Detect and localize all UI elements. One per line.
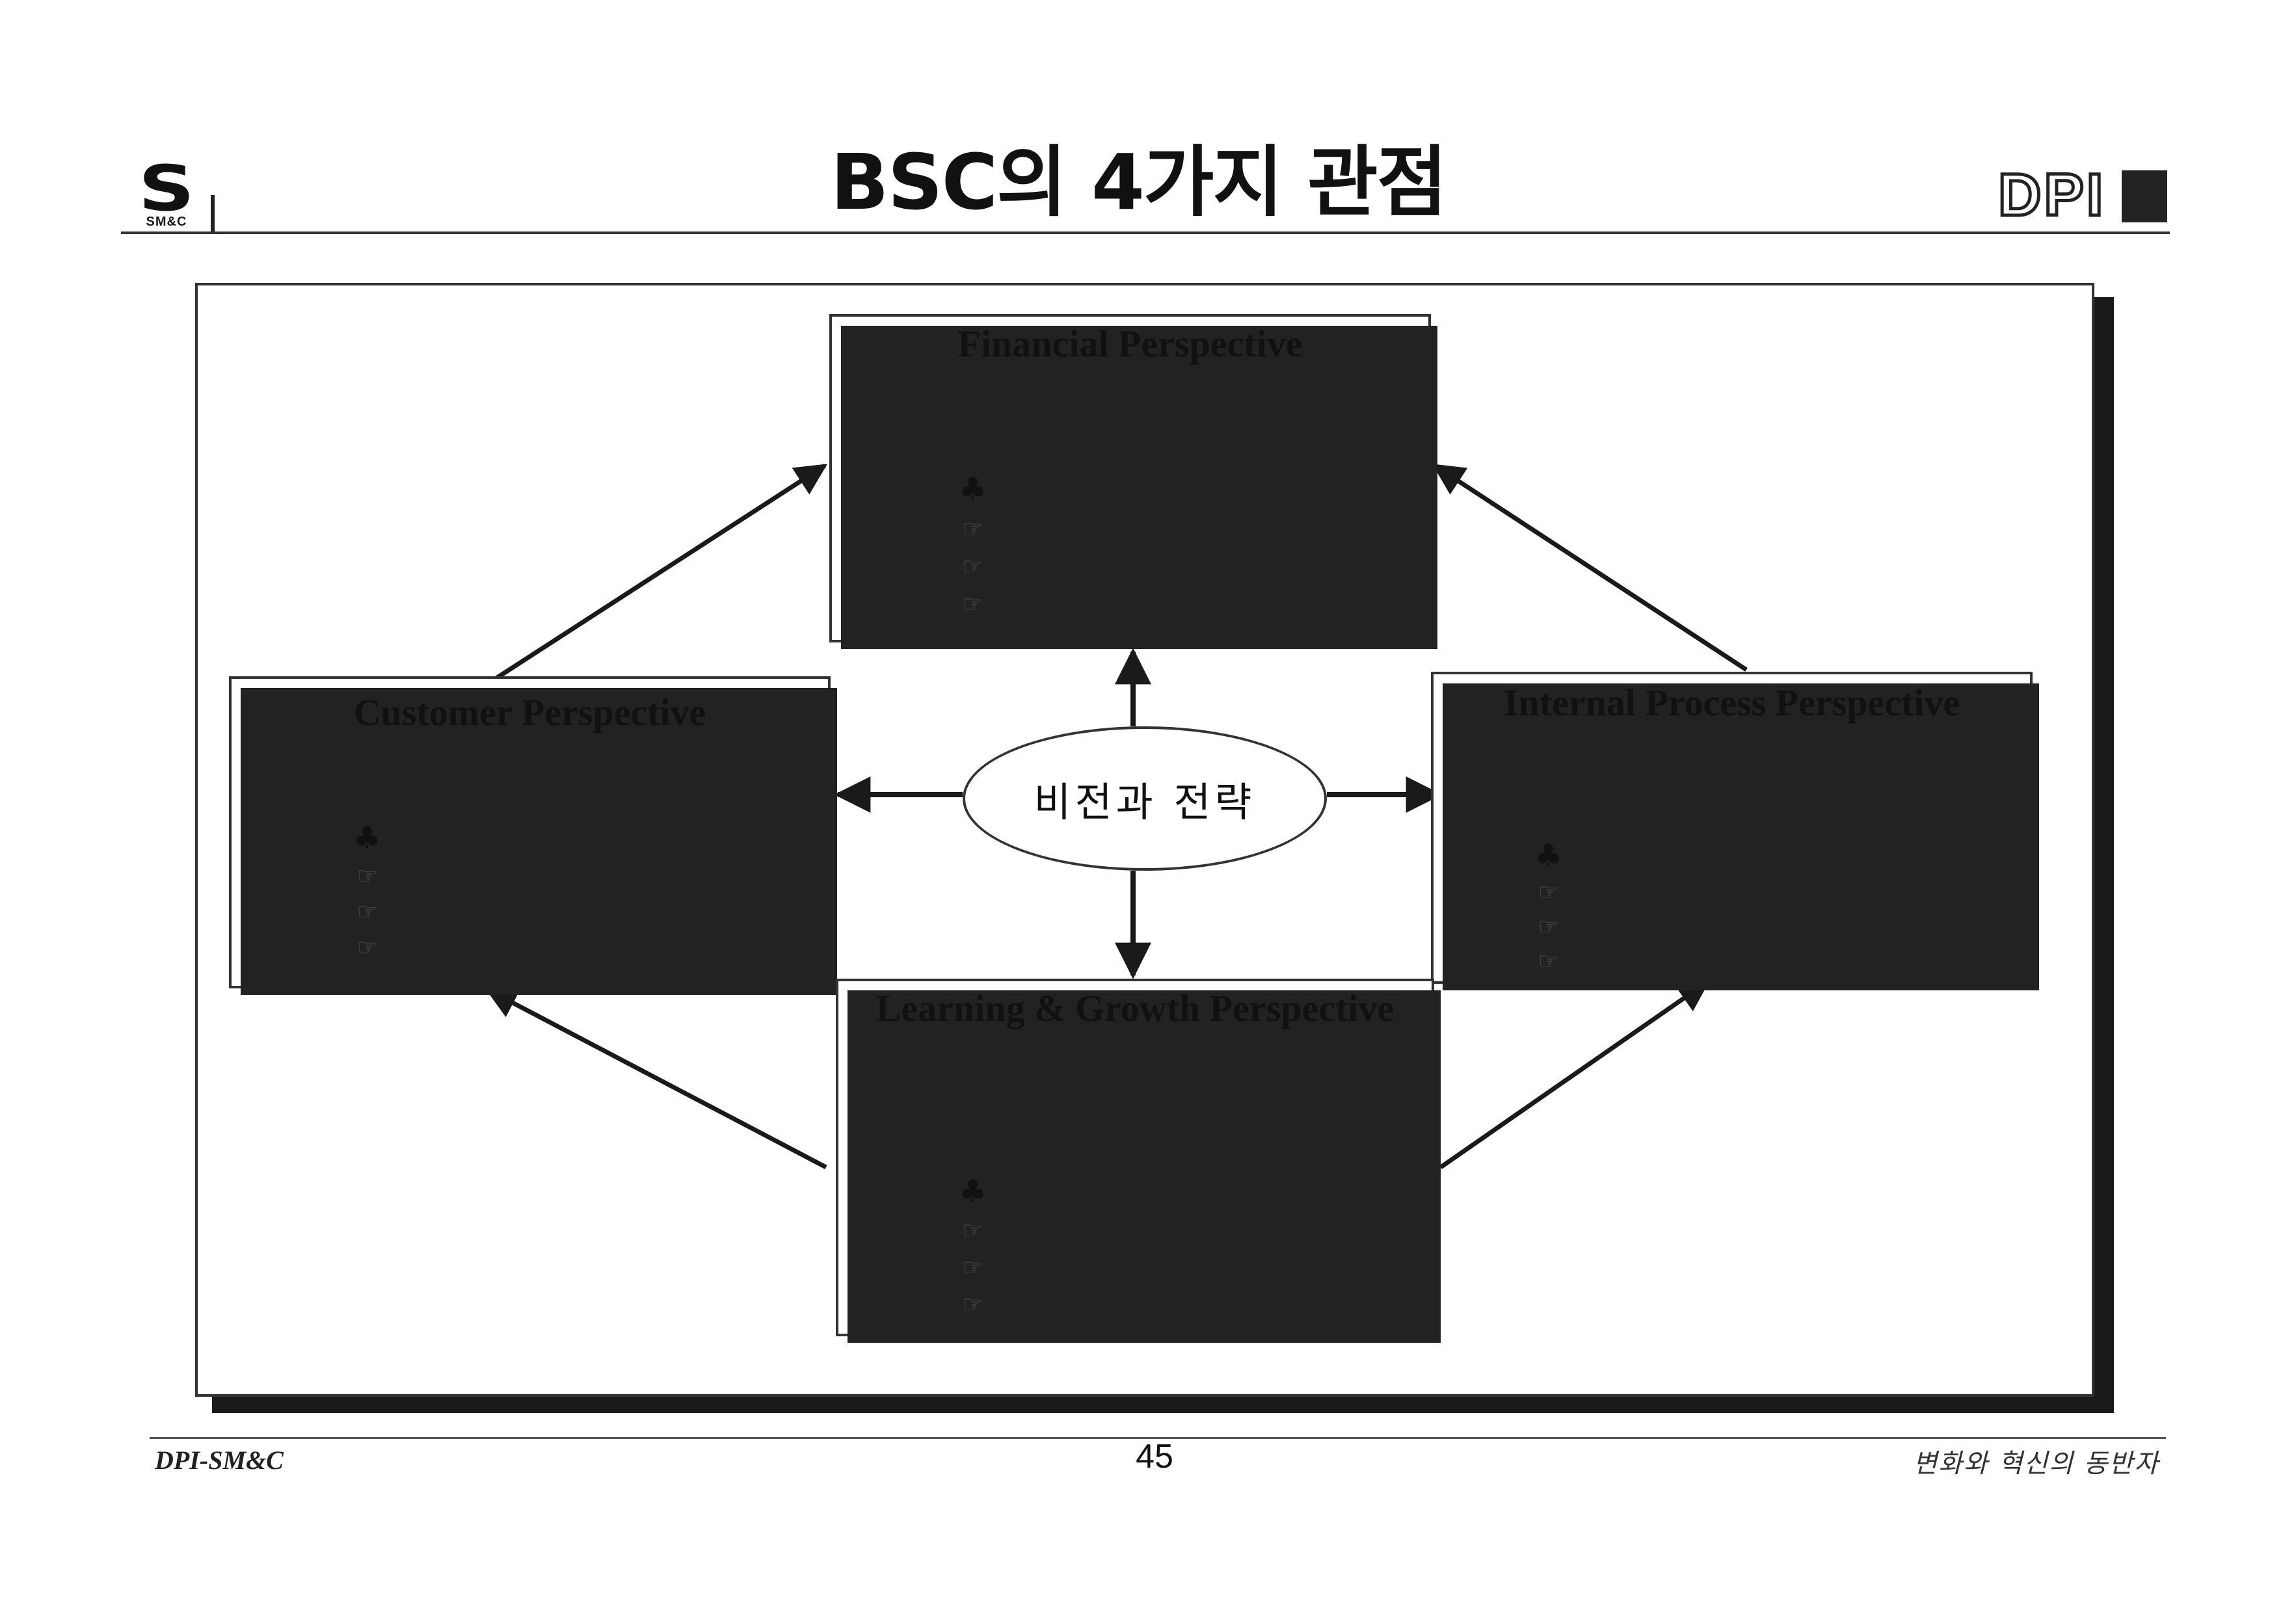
financial-question-line: 주주에게 어떻게 보여야 하는가 ? ” bbox=[883, 418, 1321, 450]
customer-item-measure: ☞측정지표 (후행지표) bbox=[349, 856, 640, 894]
financial-item-target: ☞타깃(선행지표) bbox=[954, 547, 1181, 585]
pointing-hand-icon: ☞ bbox=[962, 553, 985, 580]
financial-perspective-box: Financial Perspective “ 재무적으로 성공하기 위해 우리… bbox=[829, 314, 1437, 649]
learning-question-line: 개선능력을 어떤 방법으로 bbox=[889, 1086, 1208, 1118]
pointing-hand-icon: ☞ bbox=[1538, 948, 1561, 975]
club-icon: ♣ bbox=[353, 820, 384, 856]
dpi-logo: DPI bbox=[1996, 162, 2174, 228]
arrow-customer-to-financial bbox=[488, 464, 828, 685]
club-icon: ♣ bbox=[958, 471, 989, 507]
learning-question-line: 길러야 하는가 ? ” bbox=[889, 1122, 1116, 1154]
vision-strategy-ellipse: 비전과 전략 bbox=[963, 726, 1327, 871]
learning-growth-perspective-box: Learning & Growth Perspective “ 우리는 비전을 … bbox=[836, 979, 1441, 1343]
customer-question-line: 고객에게 어떻게 보여야 하는가 ? ” bbox=[319, 782, 758, 813]
financial-item-goal: ♣목표 bbox=[954, 471, 1047, 508]
dpi-logo-block bbox=[2122, 170, 2167, 222]
internal-item-target: ☞타깃(선행지표) bbox=[1530, 907, 1757, 945]
internal-question-line: “ 주주와 고객을 만족시키기 위해 bbox=[1447, 736, 1858, 768]
pointing-hand-icon: ☞ bbox=[356, 863, 380, 890]
logo-divider bbox=[211, 195, 215, 234]
internal-item-measure: ☞측정지표 (후행지표) bbox=[1530, 873, 1821, 910]
pointing-hand-icon: ☞ bbox=[962, 1291, 985, 1318]
customer-item-target: ☞타깃(선행지표) bbox=[349, 892, 576, 930]
customer-item-goal: ♣목표 bbox=[349, 821, 442, 857]
internal-process-perspective-box: Internal Process Perspective “ 주주와 고객을 만… bbox=[1431, 672, 2039, 990]
page-title: BSC의 4가지 관점 bbox=[830, 137, 1448, 227]
internal-item-initiative: ☞성과동인(이니시어티브) bbox=[1530, 942, 1865, 979]
financial-item-measure: ☞측정지표 (후행지표) bbox=[954, 509, 1246, 547]
sm-c-logo: S SM&C bbox=[127, 157, 215, 234]
pointing-hand-icon: ☞ bbox=[962, 591, 985, 618]
financial-question-line: “ 재무적으로 성공하기 위해 우리는 bbox=[850, 382, 1288, 414]
pointing-hand-icon: ☞ bbox=[1538, 879, 1561, 906]
learning-item-goal: ♣목표 bbox=[954, 1174, 1047, 1210]
club-icon: ♣ bbox=[1534, 838, 1565, 874]
sm-c-logo-text: SM&C bbox=[146, 215, 187, 229]
financial-title: Financial Perspective bbox=[957, 323, 1303, 365]
customer-title: Customer Perspective bbox=[353, 691, 706, 733]
internal-question-line: 탁월해야 하는가 ? ” bbox=[1479, 808, 1733, 839]
financial-item-initiative: ☞성과동인(이니시어티브) bbox=[954, 585, 1289, 622]
arrow-learning-to-customer bbox=[485, 987, 827, 1170]
pointing-hand-icon: ☞ bbox=[962, 516, 985, 542]
footer-divider bbox=[150, 1437, 2166, 1439]
pointing-hand-icon: ☞ bbox=[356, 934, 380, 961]
learning-item-initiative: ☞성과동인(이니시어티브) bbox=[954, 1285, 1289, 1323]
club-icon: ♣ bbox=[958, 1173, 989, 1209]
customer-question-line: “ 비전을 달성하기 위해 우리는 bbox=[282, 746, 666, 778]
pointing-hand-icon: ☞ bbox=[962, 1217, 985, 1244]
arrow-learning-to-internal bbox=[1439, 980, 1711, 1169]
pointing-hand-icon: ☞ bbox=[962, 1254, 985, 1281]
vision-strategy-label: 비전과 전략 bbox=[1034, 778, 1256, 826]
footer-company: DPI-SM&C bbox=[155, 1446, 284, 1475]
page-number: 45 bbox=[1136, 1438, 1173, 1475]
header-divider bbox=[121, 231, 2170, 234]
pointing-hand-icon: ☞ bbox=[356, 899, 380, 925]
learning-item-measure: ☞측정지표 (후행지표) bbox=[954, 1211, 1246, 1249]
pointing-hand-icon: ☞ bbox=[1538, 914, 1561, 940]
learning-item-target: ☞타깃(선행지표) bbox=[954, 1248, 1181, 1286]
learning-question-line: “ 우리는 비전을 달성하기 위해 변화하고 bbox=[857, 1050, 1359, 1082]
internal-question-line: 우리는 어떤 비즈니스 프로세스에 bbox=[1479, 772, 1891, 804]
dpi-logo-text: DPI bbox=[1996, 162, 2106, 228]
footer-slogan: 변화와 혁신의 동반자 bbox=[1913, 1449, 2159, 1479]
customer-perspective-box: Customer Perspective “ 비전을 달성하기 위해 우리는 고… bbox=[229, 676, 837, 995]
s-logo-icon: S bbox=[138, 152, 195, 225]
internal-process-title: Internal Process Perspective bbox=[1503, 681, 1960, 724]
arrow-internal-to-financial bbox=[1432, 464, 1748, 672]
customer-item-initiative: ☞성과동인(이니시어티브) bbox=[349, 928, 684, 966]
learning-growth-title: Learning & Growth Perspective bbox=[875, 987, 1395, 1029]
internal-item-goal: ♣목표 bbox=[1530, 838, 1623, 875]
